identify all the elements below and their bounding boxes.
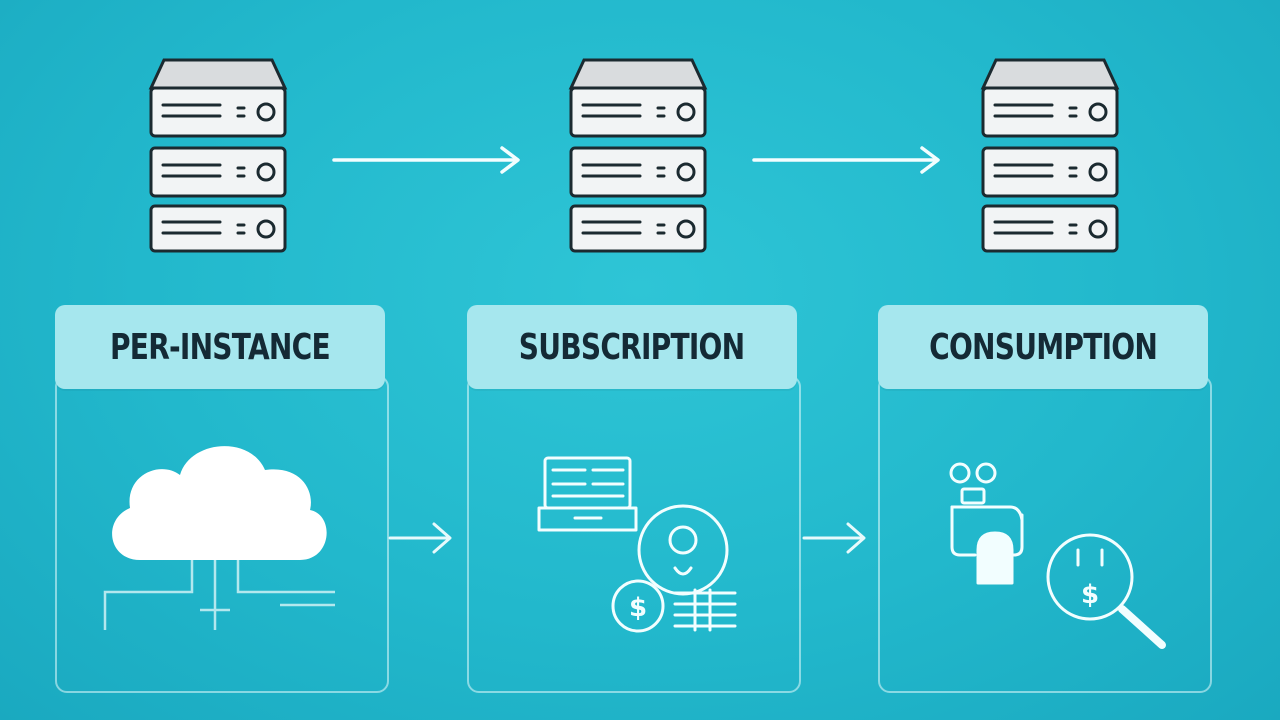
arrow-right-icon-top-1	[332, 146, 520, 174]
panel-title: SUBSCRIPTION	[519, 326, 745, 368]
panel-header: SUBSCRIPTION	[467, 305, 797, 389]
panel-per-instance: PER-INSTANCE	[55, 305, 389, 693]
usage-meter-icon: $	[949, 462, 1166, 649]
arrow-right-icon-top-2	[752, 146, 940, 174]
billing-register-icon: $	[537, 456, 737, 633]
server-rack-icon-3	[980, 58, 1120, 253]
panel-title: CONSUMPTION	[929, 326, 1158, 368]
cloud-network-icon	[103, 446, 335, 630]
arrow-right-icon-mid-2	[802, 522, 866, 554]
panel-header: PER-INSTANCE	[55, 305, 385, 389]
panel-subscription: SUBSCRIPTION	[467, 305, 801, 693]
svg-text:$: $	[629, 593, 647, 623]
arrow-right-icon-mid-1	[388, 522, 452, 554]
panel-consumption: CONSUMPTION	[878, 305, 1212, 693]
panel-title: PER-INSTANCE	[110, 326, 331, 368]
svg-text:$: $	[1081, 580, 1099, 610]
panel-header: CONSUMPTION	[878, 305, 1208, 389]
server-rack-icon-2	[568, 58, 708, 253]
server-rack-icon-1	[148, 58, 288, 253]
